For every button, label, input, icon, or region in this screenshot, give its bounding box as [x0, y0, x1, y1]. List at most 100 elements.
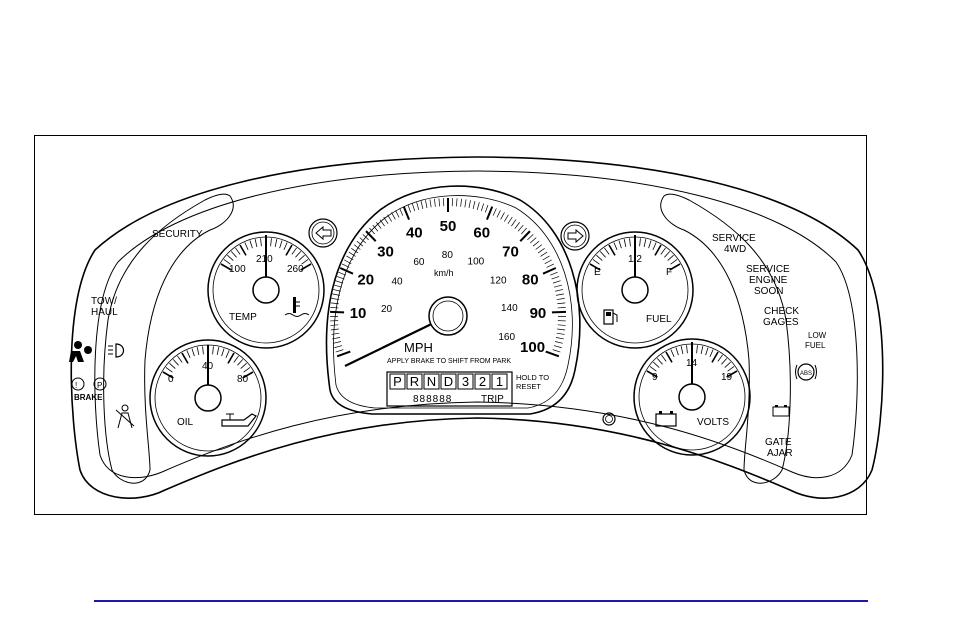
temp-tick-mark [298, 254, 305, 261]
fuel-tick-full: F [666, 267, 672, 278]
headlamp-icon [108, 343, 125, 358]
temp-tick-mark [244, 242, 249, 250]
fuel-tick-mark [592, 259, 600, 265]
speed-tick-mark [555, 289, 564, 292]
oil-tick-mark [202, 346, 204, 355]
speed-tick-mark [344, 259, 352, 264]
fuel-tick-mark [639, 238, 641, 247]
speed-tick-mark [535, 244, 543, 250]
speed-tick-mark [527, 234, 534, 241]
speed-tick-mark [332, 337, 341, 340]
gear-box [474, 373, 491, 390]
temp-tick-mark [274, 239, 278, 248]
fuel-tick-mark [667, 254, 674, 261]
fuel-tick-empty: E [594, 267, 601, 278]
volts-tick-mark [717, 354, 723, 362]
speed-tick-mark [332, 293, 341, 296]
speed-tick-mark [544, 259, 552, 264]
speed-tick-mark [379, 219, 385, 227]
speed-tick-mark [341, 263, 350, 268]
brake-label: BRAKE [74, 393, 103, 402]
oil-tick-high: 80 [237, 374, 249, 385]
speed-tick-mark [356, 240, 364, 247]
speed-tick-mark [554, 284, 562, 288]
speed-tick-mark [456, 198, 458, 207]
kmh-tick-label: 60 [413, 257, 425, 268]
speed-tick-mark [554, 341, 563, 344]
volts-tick-mark [656, 358, 663, 365]
speed-tick-mark [359, 237, 366, 244]
fuel-tick-mark [608, 244, 616, 256]
fuel-label: FUEL [646, 314, 672, 325]
temp-tick-mark [220, 263, 232, 271]
temp-gauge: 100 210 260 TEMP [207, 231, 325, 349]
cluster-outline [70, 156, 884, 499]
speed-tick-mark [411, 203, 416, 212]
oil-tick-mark [225, 350, 230, 358]
tow-haul-indicator-line2: HAUL [91, 307, 118, 318]
volts-tick-mark [700, 346, 704, 355]
volts-tick-mark [709, 349, 714, 357]
mph-tick-label: 10 [350, 305, 367, 322]
speed-tick-mark [387, 214, 392, 222]
temp-tick-mark [230, 251, 237, 258]
speed-tick-mark [504, 214, 509, 222]
volts-tick-mark [675, 347, 679, 356]
oil-tick-mark [177, 355, 183, 363]
speed-tick-mark [468, 200, 471, 209]
trip-label: TRIP [481, 394, 504, 405]
speed-tick-mark [500, 212, 505, 220]
kmh-unit: km/h [434, 268, 454, 278]
volts-tick-mark [670, 349, 675, 357]
speed-tick-mark [391, 212, 396, 220]
oil-tick-mark [240, 362, 247, 369]
fuel-gauge: E 1/2 F FUEL [576, 231, 694, 349]
temp-tick-mark [249, 240, 253, 249]
gear-box [423, 373, 440, 390]
temp-tick-mark [285, 244, 293, 256]
gear-letter: P [393, 374, 402, 389]
speed-tick-mark [330, 324, 339, 326]
park-shift-notice: APPLY BRAKE TO SHIFT FROM PARK [387, 358, 511, 365]
speed-tick-mark [517, 224, 524, 232]
speed-tick-mark [334, 284, 342, 288]
oil-tick-mark [162, 371, 174, 379]
service-4wd-line2: 4WD [724, 244, 746, 255]
temp-tick-low: 100 [229, 264, 246, 275]
speed-tick-mark [331, 332, 340, 335]
speed-tick-mark [521, 227, 527, 235]
gear-letter: N [427, 374, 436, 389]
fuel-tick-mark [623, 239, 627, 248]
fuel-tick-mark [648, 240, 652, 249]
abs-icon: ABS [795, 363, 817, 381]
volts-tick-mark [705, 347, 709, 356]
oil-tick-mark [233, 355, 239, 363]
temp-tick-mark [235, 247, 241, 255]
speed-tick-mark [545, 350, 560, 358]
fuel-tick-mark [664, 251, 671, 258]
speed-tick-mark [514, 222, 520, 229]
abs-label: ABS [800, 371, 812, 377]
kmh-tick-label: 120 [490, 276, 507, 287]
speed-tick-mark [519, 230, 531, 242]
speed-tick-mark [551, 276, 560, 280]
fuel-tick-mark [604, 247, 610, 255]
kmh-tick-label: 140 [501, 303, 518, 314]
oil-tick-mark [212, 346, 214, 355]
kmh-tick-label: 80 [442, 250, 454, 261]
speed-tick-mark [550, 271, 558, 276]
speed-tick-mark [336, 350, 351, 358]
oil-can-icon [221, 413, 257, 427]
speed-tick-mark [540, 251, 548, 257]
volts-tick-mark [680, 346, 684, 355]
temp-tick-mark [239, 244, 247, 256]
mph-tick-label: 40 [406, 225, 423, 242]
speed-tick-mark [330, 307, 339, 309]
speed-tick-mark [557, 328, 566, 331]
speed-tick-mark [399, 208, 404, 216]
speed-tick-mark [537, 248, 545, 254]
temp-tick-mark [301, 259, 309, 265]
oil-tick-mark [216, 347, 220, 356]
oil-tick-mark [227, 352, 235, 364]
